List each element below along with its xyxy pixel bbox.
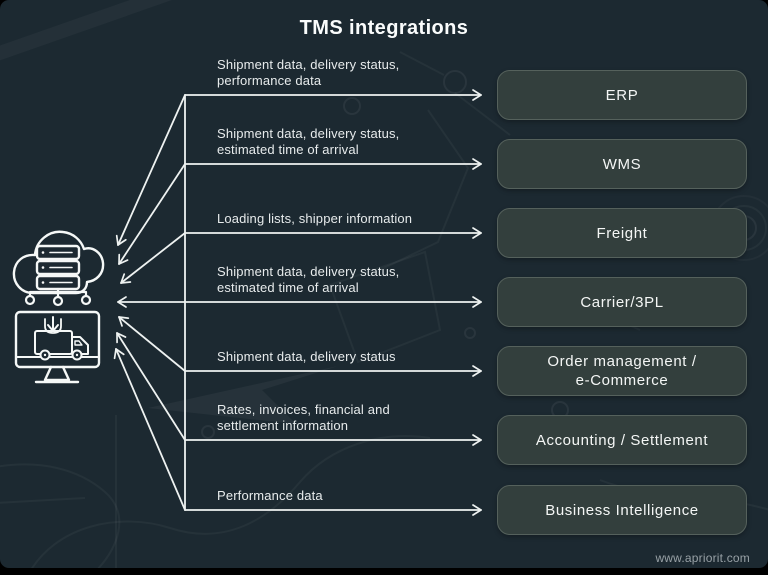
flow-label-business-intelligence: Performance data — [217, 488, 323, 504]
flow-label-line: settlement information — [217, 417, 349, 433]
plane-arrow-decoration — [148, 366, 338, 424]
box-label: Freight — [596, 224, 648, 242]
monitor-truck-download-icon — [14, 310, 101, 384]
flow-label-line: Shipment data, delivery status, — [217, 126, 400, 141]
integration-box-carrier-3pl: Carrier/3PL — [497, 277, 747, 327]
integration-box-accounting-settlement: Accounting / Settlement — [497, 415, 747, 465]
flow-label-order-management: Shipment data, delivery status — [217, 349, 396, 365]
flow-label-line: Loading lists, shipper information — [217, 210, 413, 226]
flow-label-carrier: Shipment data, delivery status, estimate… — [217, 264, 399, 295]
flow-label-erp: Shipment data, delivery status, performa… — [217, 57, 399, 88]
integration-box-freight: Freight — [497, 208, 747, 258]
flow-label-line: Shipment data, delivery status, — [217, 264, 400, 279]
flow-label-line: Rates, invoices, financial and — [217, 402, 390, 417]
flow-label-wms: Shipment data, delivery status, estimate… — [217, 126, 399, 157]
website-watermark: www.apriorit.com — [655, 551, 750, 565]
box-label: WMS — [602, 155, 642, 173]
box-label: Order management / — [547, 353, 697, 370]
flow-label-line: Shipment data, delivery status, — [217, 57, 400, 72]
flow-label-line: Performance data — [217, 487, 323, 503]
box-label: Carrier/3PL — [580, 293, 664, 311]
integration-box-wms: WMS — [497, 139, 747, 189]
cloud-server-icon — [12, 230, 105, 307]
integration-box-erp: ERP — [497, 70, 747, 120]
flow-label-accounting: Rates, invoices, financial and settlemen… — [217, 402, 390, 433]
integration-box-business-intelligence: Business Intelligence — [497, 485, 747, 535]
integration-box-order-management: Order management / e-Commerce — [497, 346, 747, 396]
flow-label-line: estimated time of arrival — [217, 279, 359, 295]
flow-label-line: Shipment data, delivery status — [217, 348, 396, 364]
box-label: ERP — [605, 86, 639, 104]
flow-label-line: estimated time of arrival — [217, 141, 359, 157]
box-label: Accounting / Settlement — [535, 431, 709, 449]
box-label: Business Intelligence — [545, 501, 699, 519]
flow-label-freight: Loading lists, shipper information — [217, 211, 412, 227]
flow-label-line: performance data — [217, 72, 322, 88]
page-title: TMS integrations — [299, 17, 469, 39]
box-label: e-Commerce — [575, 372, 669, 389]
